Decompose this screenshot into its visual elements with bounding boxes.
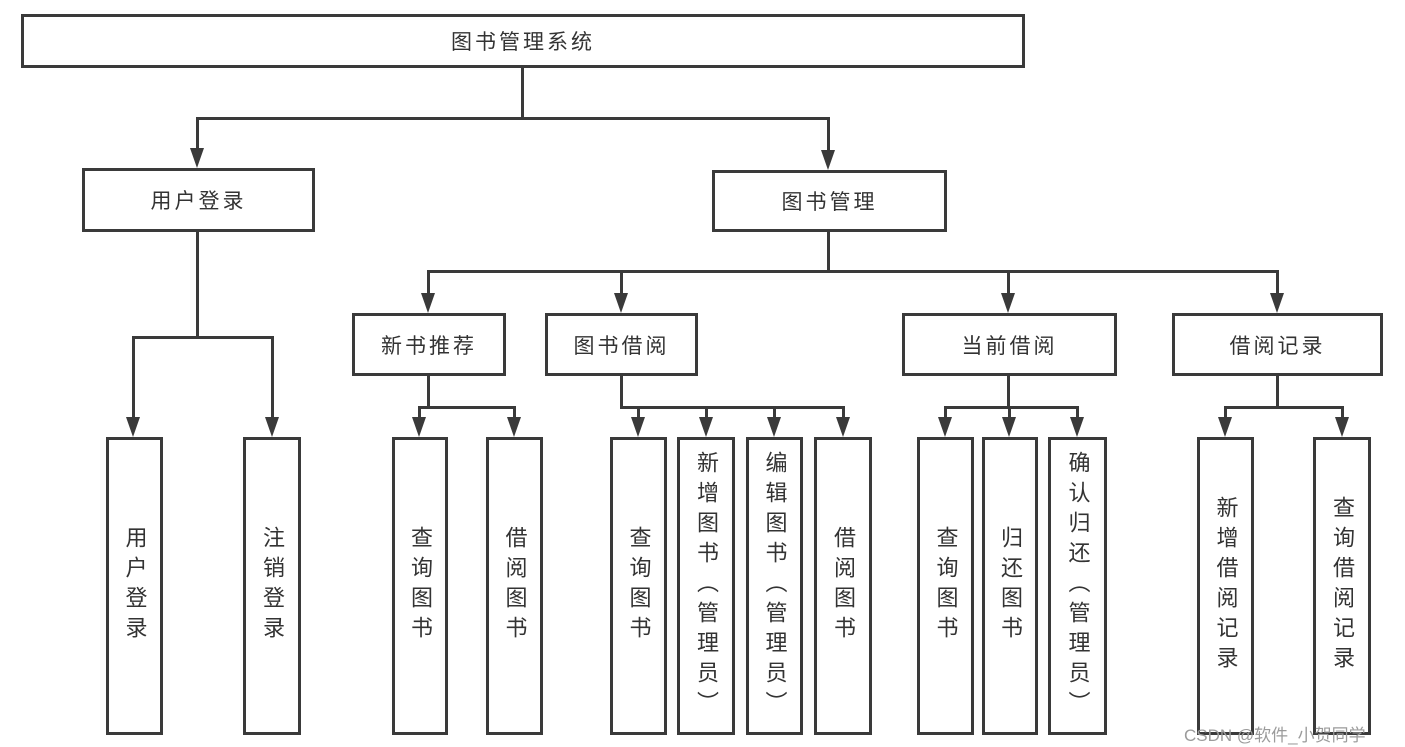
connector-stub-4-3 bbox=[842, 406, 845, 421]
arrow-down-icon bbox=[1335, 417, 1349, 437]
leaf-borrow-edit-book-label: 编辑图书（管理员） bbox=[762, 451, 788, 721]
connector-drop-2 bbox=[827, 232, 830, 273]
leaf-borrow-query-book: 查询图书 bbox=[610, 437, 667, 735]
arrow-down-icon bbox=[836, 417, 850, 437]
node-new-book-recommend: 新书推荐 bbox=[352, 313, 506, 376]
leaf-borrow-add-book-label: 新增图书（管理员） bbox=[694, 451, 719, 721]
leaf-user-login: 用户登录 bbox=[106, 437, 163, 735]
node-borrow-record-label: 借阅记录 bbox=[1229, 334, 1326, 358]
leaf-borrow-borrow-book-label: 借阅图书 bbox=[831, 526, 856, 646]
connector-stub-4-1 bbox=[705, 406, 708, 421]
node-root: 图书管理系统 bbox=[21, 14, 1025, 68]
arrow-down-icon bbox=[190, 148, 204, 168]
connector-stub-0-1 bbox=[827, 117, 830, 154]
connector-drop-0 bbox=[521, 68, 524, 120]
leaf-recommend-borrow-book: 借阅图书 bbox=[486, 437, 543, 735]
connector-drop-4 bbox=[620, 376, 623, 409]
arrow-down-icon bbox=[507, 417, 521, 437]
leaf-borrow-edit-book: 编辑图书（管理员） bbox=[746, 437, 803, 735]
arrow-down-icon bbox=[1002, 417, 1016, 437]
node-book-management: 图书管理 bbox=[712, 170, 947, 232]
connector-stub-4-0 bbox=[637, 406, 640, 421]
connector-rail-2 bbox=[427, 270, 1279, 273]
arrow-down-icon bbox=[1218, 417, 1232, 437]
connector-rail-4 bbox=[620, 406, 845, 409]
leaf-current-query-book: 查询图书 bbox=[917, 437, 974, 735]
node-user-login: 用户登录 bbox=[82, 168, 315, 232]
watermark: CSDN @软件_小贺同学 bbox=[1184, 726, 1366, 745]
arrow-down-icon bbox=[1270, 293, 1284, 313]
connector-stub-3-1 bbox=[513, 406, 516, 421]
node-book-borrow: 图书借阅 bbox=[545, 313, 698, 376]
connector-drop-5 bbox=[1007, 376, 1010, 409]
node-current-borrow-label: 当前借阅 bbox=[961, 334, 1058, 358]
leaf-recommend-query-book: 查询图书 bbox=[392, 437, 448, 735]
connector-stub-2-0 bbox=[427, 270, 430, 297]
connector-stub-1-0 bbox=[132, 336, 135, 421]
arrow-down-icon bbox=[631, 417, 645, 437]
connector-stub-0-0 bbox=[196, 117, 199, 152]
leaf-current-return-book: 归还图书 bbox=[982, 437, 1038, 735]
connector-stub-5-2 bbox=[1076, 406, 1079, 421]
connector-stub-2-2 bbox=[1007, 270, 1010, 297]
leaf-current-confirm-return: 确认归还（管理员） bbox=[1048, 437, 1107, 735]
leaf-current-confirm-return-label: 确认归还（管理员） bbox=[1065, 451, 1091, 721]
connector-rail-1 bbox=[132, 336, 274, 339]
arrow-down-icon bbox=[1001, 293, 1015, 313]
leaf-borrow-query-book-label: 查询图书 bbox=[626, 526, 652, 646]
arrow-down-icon bbox=[614, 293, 628, 313]
arrow-down-icon bbox=[421, 293, 435, 313]
leaf-logout: 注销登录 bbox=[243, 437, 301, 735]
node-book-management-label: 图书管理 bbox=[781, 191, 878, 214]
leaf-current-query-book-label: 查询图书 bbox=[933, 526, 959, 646]
connector-drop-1 bbox=[196, 232, 199, 339]
connector-stub-3-0 bbox=[418, 406, 421, 421]
connector-stub-2-1 bbox=[620, 270, 623, 297]
leaf-borrow-borrow-book: 借阅图书 bbox=[814, 437, 872, 735]
leaf-user-login-label: 用户登录 bbox=[122, 526, 148, 646]
connector-rail-5 bbox=[944, 406, 1079, 409]
connector-stub-2-3 bbox=[1276, 270, 1279, 297]
arrow-down-icon bbox=[821, 150, 835, 170]
arrow-down-icon bbox=[1070, 417, 1084, 437]
connector-drop-3 bbox=[427, 376, 430, 409]
node-borrow-record: 借阅记录 bbox=[1172, 313, 1383, 376]
node-user-login-label: 用户登录 bbox=[150, 190, 247, 213]
arrow-down-icon bbox=[938, 417, 952, 437]
node-new-book-recommend-label: 新书推荐 bbox=[381, 334, 477, 358]
connector-stub-5-1 bbox=[1008, 406, 1011, 421]
leaf-recommend-borrow-book-label: 借阅图书 bbox=[502, 526, 528, 646]
leaf-record-add: 新增借阅记录 bbox=[1197, 437, 1254, 735]
node-current-borrow: 当前借阅 bbox=[902, 313, 1117, 376]
arrow-down-icon bbox=[412, 417, 426, 437]
leaf-borrow-add-book: 新增图书（管理员） bbox=[677, 437, 735, 735]
arrow-down-icon bbox=[265, 417, 279, 437]
connector-stub-6-1 bbox=[1341, 406, 1344, 421]
leaf-record-query-label: 查询借阅记录 bbox=[1330, 496, 1355, 676]
connector-drop-6 bbox=[1276, 376, 1279, 409]
connector-rail-6 bbox=[1224, 406, 1344, 409]
leaf-logout-label: 注销登录 bbox=[260, 526, 285, 646]
connector-stub-6-0 bbox=[1224, 406, 1227, 421]
leaf-recommend-query-book-label: 查询图书 bbox=[408, 526, 433, 646]
connector-rail-3 bbox=[418, 406, 516, 409]
arrow-down-icon bbox=[126, 417, 140, 437]
node-root-label: 图书管理系统 bbox=[451, 31, 595, 54]
node-book-borrow-label: 图书借阅 bbox=[573, 334, 670, 358]
connector-stub-4-2 bbox=[773, 406, 776, 421]
leaf-record-add-label: 新增借阅记录 bbox=[1213, 496, 1239, 676]
arrow-down-icon bbox=[699, 417, 713, 437]
leaf-record-query: 查询借阅记录 bbox=[1313, 437, 1371, 735]
connector-stub-1-1 bbox=[271, 336, 274, 421]
connector-stub-5-0 bbox=[944, 406, 947, 421]
leaf-current-return-book-label: 归还图书 bbox=[998, 526, 1023, 646]
arrow-down-icon bbox=[767, 417, 781, 437]
connector-rail-0 bbox=[196, 117, 830, 120]
